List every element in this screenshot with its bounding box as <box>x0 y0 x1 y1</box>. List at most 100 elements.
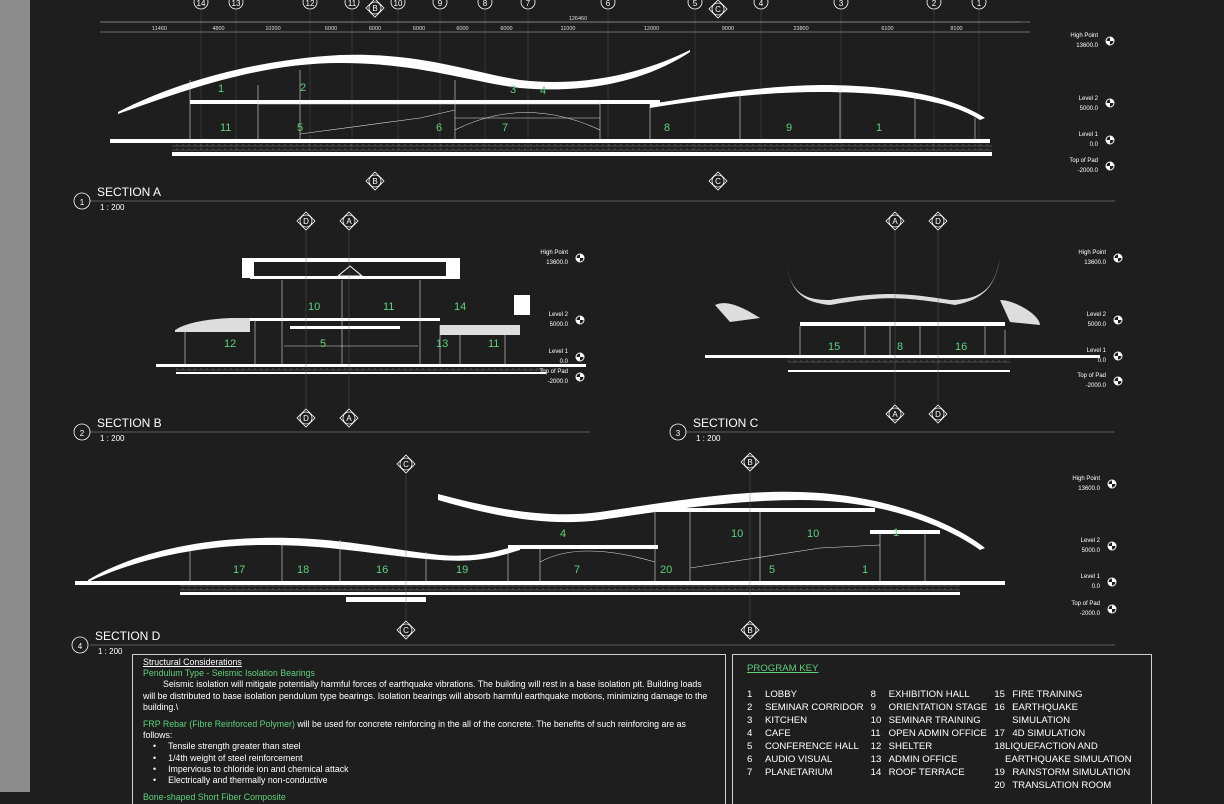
program-key-label: CAFE <box>765 728 791 739</box>
room-number: 17 <box>233 564 245 576</box>
room-number: 18 <box>297 564 309 576</box>
b-marker-d-top: D <box>303 217 309 226</box>
grid-bubble-label: 9 <box>438 0 443 8</box>
room-number: 11 <box>220 122 231 134</box>
grid-bubble <box>432 0 448 10</box>
program-key-number: 20 <box>994 780 1005 791</box>
grid-bubble-label: 4 <box>759 0 764 8</box>
bullet-item: 1/4th weight of steel reinforcement <box>153 753 715 764</box>
room-number: 3 <box>510 84 516 96</box>
grid-bubble-label: 6 <box>606 0 611 8</box>
b-level-high-value: 13600.0 <box>546 260 568 266</box>
section-d-scale: 1 : 200 <box>98 647 123 656</box>
program-key-item: 11 OPEN ADMIN OFFICE <box>871 727 995 740</box>
b-level-2-value: 5000.0 <box>550 322 569 328</box>
program-key-number: 11 <box>870 728 881 739</box>
grid-bubble <box>753 0 769 10</box>
program-key-label: ORIENTATION STAGE <box>888 702 988 713</box>
grid-bubble <box>687 0 703 10</box>
program-key-label: EXHIBITION HALL <box>888 689 970 700</box>
d-level-high-label: High Point <box>1072 476 1100 482</box>
program-key-label: FIRE TRAINING <box>1012 689 1083 700</box>
bullet-item: Impervious to chloride ion and chemical … <box>153 764 715 775</box>
grid-bubble-label: 5 <box>693 0 698 8</box>
grid-bubble <box>600 0 616 10</box>
top-of-pad-value: -2000.0 <box>1078 168 1099 174</box>
d-marker-b-top: B <box>747 458 752 467</box>
section-b-title: SECTION B <box>97 416 162 430</box>
program-key-number: 17 <box>994 728 1005 739</box>
room-number: 13 <box>436 338 448 350</box>
grid-bubble-label: 1 <box>977 0 982 8</box>
level-1-label: Level 1 <box>1079 132 1099 138</box>
level-2-value: 5000.0 <box>1080 106 1099 112</box>
grid-bubble-label: 12 <box>306 0 315 8</box>
b-marker-a-top: A <box>346 217 352 226</box>
bullet-item: Electrically and thermally non-conductiv… <box>153 775 715 786</box>
program-key-label: SHELTER <box>888 741 933 752</box>
b-pad-value: -2000.0 <box>548 379 569 385</box>
d-level-high-value: 13600.0 <box>1078 486 1100 492</box>
program-key-number: 14 <box>870 767 882 778</box>
grid-dim-label: 10200 <box>265 26 280 32</box>
program-key-label: OPEN ADMIN OFFICE <box>888 728 987 739</box>
grid-bubble <box>228 0 244 10</box>
marker-b-bottom: B <box>372 177 377 186</box>
section-b-number: 2 <box>80 429 85 438</box>
structural-sub-1: Pendulum Type - Seismic Isolation Bearin… <box>143 668 315 679</box>
program-key-label: CONFERENCE HALL <box>765 741 859 752</box>
program-key-label: 4D SIMULATION <box>1012 728 1086 739</box>
room-number: 14 <box>454 301 466 313</box>
d-marker-b-bottom: B <box>747 626 752 635</box>
c-level-2-label: Level 2 <box>1087 312 1107 318</box>
program-key-number: 12 <box>870 741 882 752</box>
grid-bubble <box>520 0 536 10</box>
marker-c-bottom: C <box>715 177 721 186</box>
structural-considerations-box: Structural Considerations Pendulum Type … <box>132 654 726 804</box>
grid-bubble <box>971 0 987 10</box>
structural-para-2: will be used for concrete reinforcing in… <box>143 719 686 741</box>
grid-dim-label: 11000 <box>561 26 576 32</box>
c-pad-label: Top of Pad <box>1077 373 1106 379</box>
room-number: 10 <box>731 528 743 540</box>
grid-dim-label: 6000 <box>369 26 381 32</box>
grid-bubble <box>344 0 360 10</box>
room-number: 1 <box>876 122 882 134</box>
structural-bullets: Tensile strength greater than steel 1/4t… <box>143 741 715 786</box>
program-key-label: TRANSLATION ROOM <box>1012 780 1112 791</box>
d-pad-label: Top of Pad <box>1071 601 1100 607</box>
program-key-number: 9 <box>870 702 876 713</box>
level-1-value: 0.0 <box>1090 142 1099 148</box>
program-key-title: PROGRAM KEY <box>747 663 819 674</box>
room-number: 5 <box>297 122 303 134</box>
structural-heading: Structural Considerations <box>143 657 242 667</box>
program-key-number: 7 <box>747 767 753 778</box>
marker-c-top: C <box>715 5 721 14</box>
grid-dim-label: 23800 <box>793 26 808 32</box>
top-of-pad-label: Top of Pad <box>1069 158 1098 164</box>
b-pad-label: Top of Pad <box>539 369 568 375</box>
program-key-label: PLANETARIUM <box>765 767 833 778</box>
room-number: 1 <box>218 83 224 95</box>
structural-sub-2: FRP Rebar (Fibre Reinforced Polymer) <box>143 719 295 730</box>
room-number: 1 <box>862 564 868 576</box>
c-level-2-value: 5000.0 <box>1088 322 1107 328</box>
room-number: 1 <box>893 527 899 539</box>
grid-dim-label: 6000 <box>325 26 337 32</box>
program-key-label: SEMINAR CORRIDOR <box>765 702 864 713</box>
room-number: 7 <box>502 122 508 134</box>
b-level-high-label: High Point <box>540 250 568 256</box>
room-number: 4 <box>560 528 566 540</box>
program-key-label: LOBBY <box>765 689 797 700</box>
section-a-title: SECTION A <box>97 185 161 199</box>
